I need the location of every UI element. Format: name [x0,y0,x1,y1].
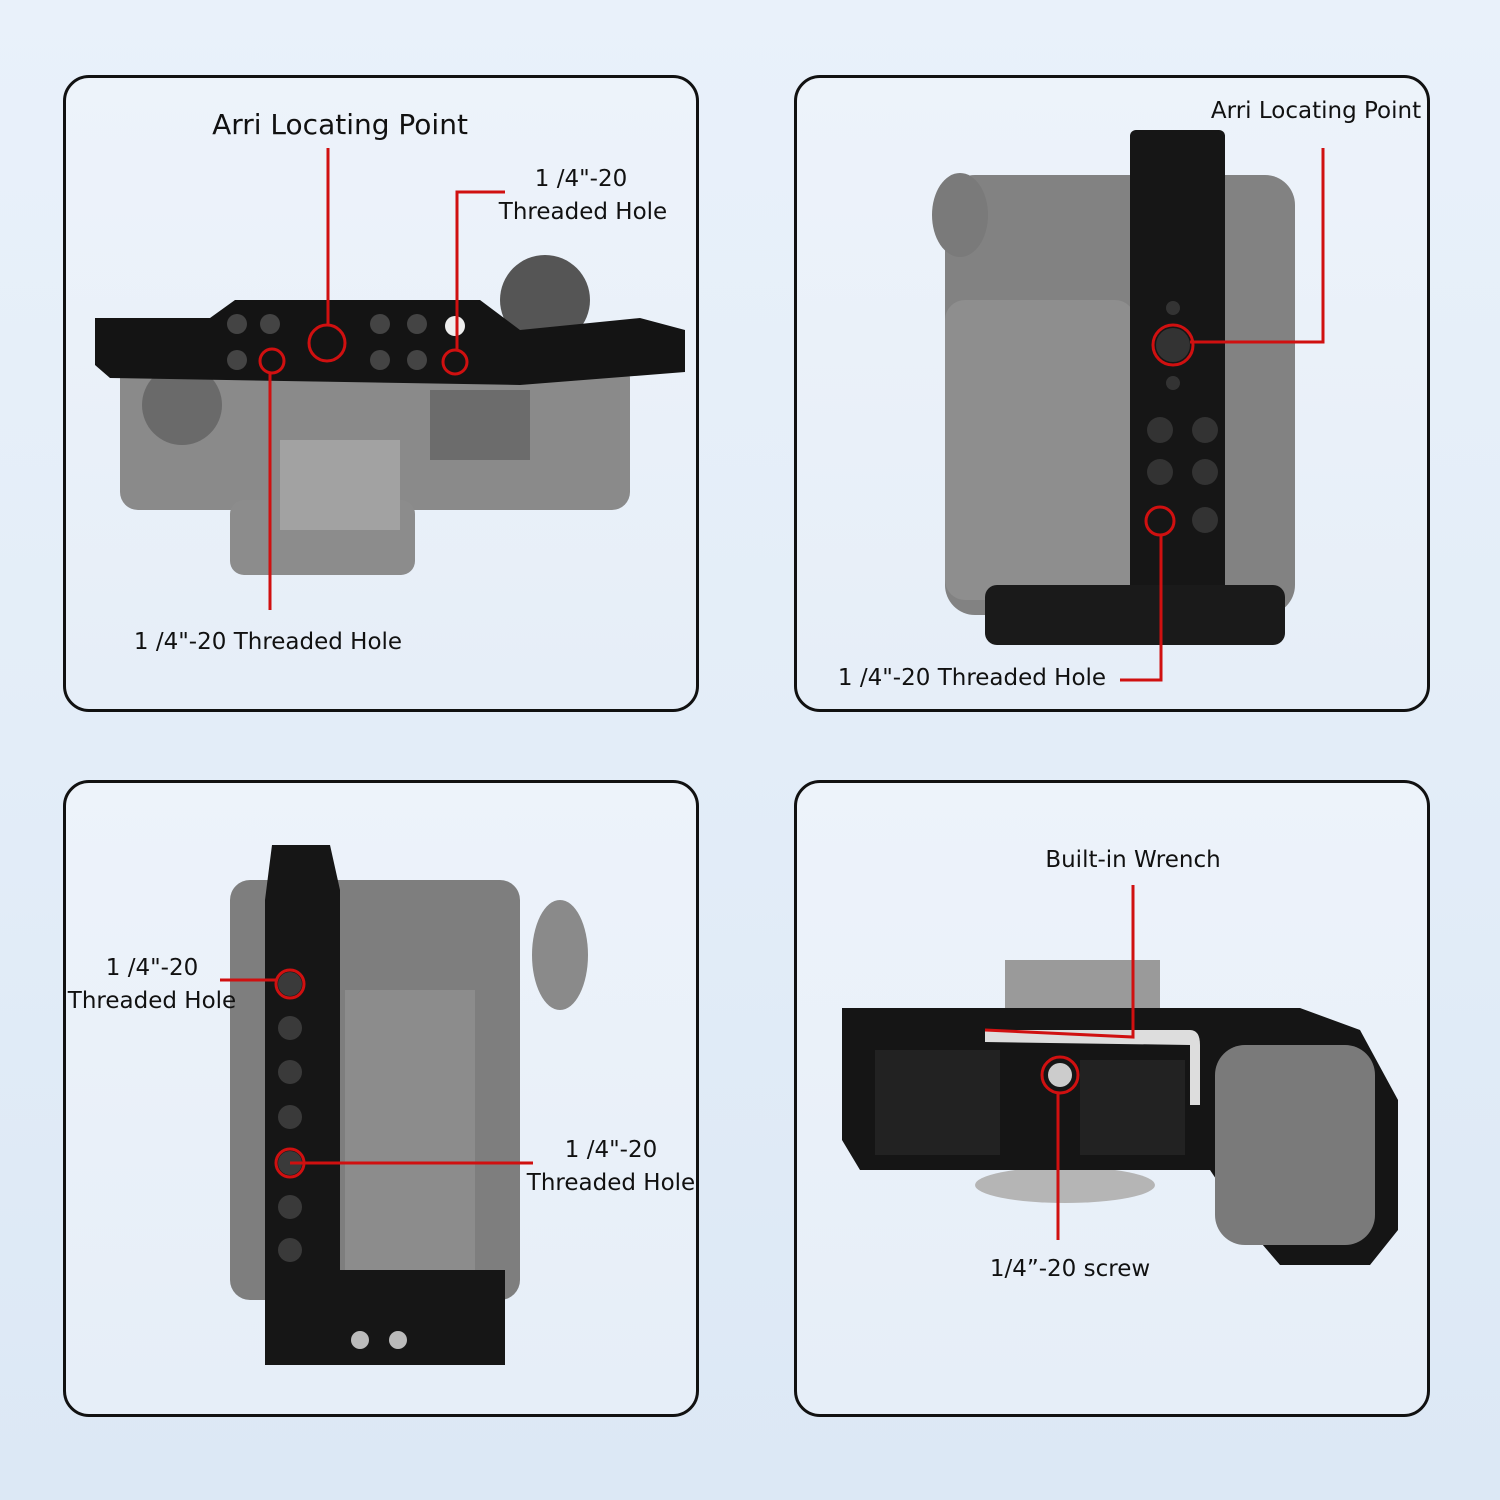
arri-locating-point-label: Arri Locating Point [212,108,468,141]
threaded-hole-label: 1 /4"-20 [105,955,199,981]
threaded-hole-label: 1 /4"-20 Threaded Hole [133,629,403,655]
threaded-hole-label: 1 /4"-20 [534,166,628,192]
threaded-hole-label: Threaded Hole [67,988,237,1014]
threaded-hole-label: 1 /4"-20 Threaded Hole [837,665,1107,691]
built-in-wrench-label: Built-in Wrench [1045,847,1221,873]
screw-label: 1/4”-20 screw [989,1256,1151,1282]
threaded-hole-label: Threaded Hole [526,1170,696,1196]
camera-top-image [95,255,685,575]
threaded-hole-label: 1 /4"-20 [564,1137,658,1163]
arri-locating-point-label: Arri Locating Point [1210,98,1422,124]
camera-bottom-image [842,960,1398,1265]
camera-grip-side-image [932,130,1295,645]
callout-lines [220,148,1325,1240]
threaded-hole-label: Threaded Hole [498,199,668,225]
camera-port-side-image [230,845,588,1365]
